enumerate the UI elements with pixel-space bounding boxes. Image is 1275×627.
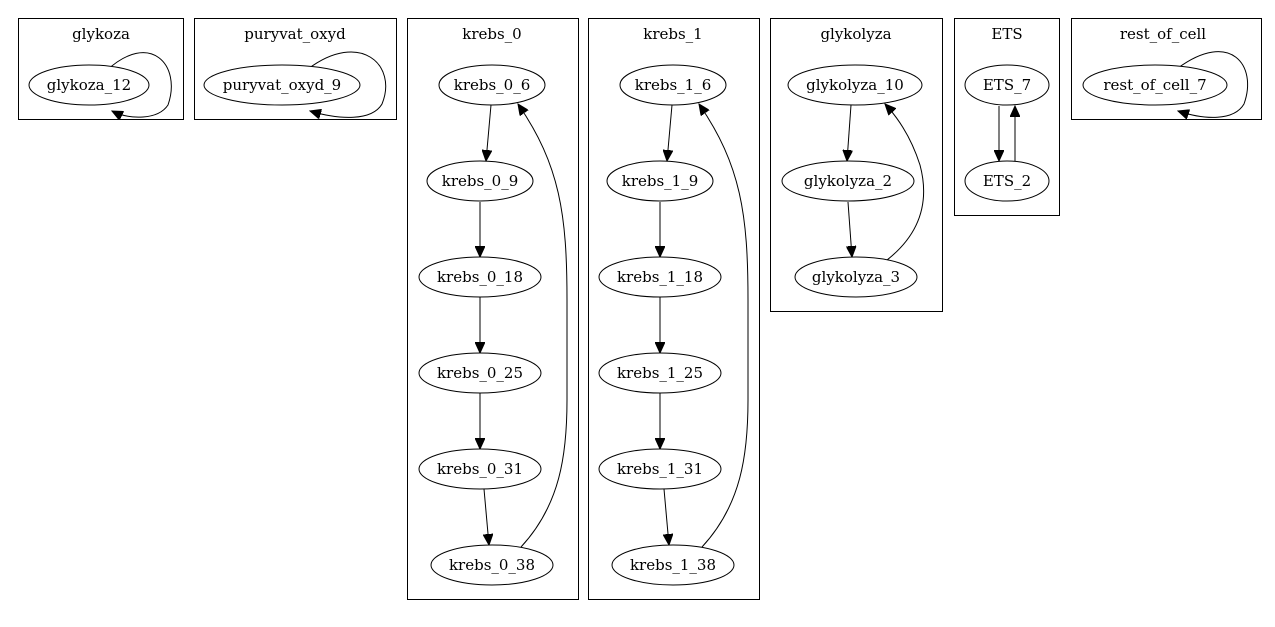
node-label: puryvat_oxyd_9 — [223, 76, 341, 94]
edge-krebs_0_31-krebs_0_38 — [484, 488, 489, 545]
node-label: glykolyza_2 — [804, 172, 892, 190]
cluster-title: krebs_1 — [643, 25, 702, 43]
node-ETS_7[interactable] — [964, 64, 1050, 106]
node-label: glykoza_12 — [47, 76, 131, 94]
node-krebs_1_25[interactable] — [598, 352, 722, 394]
node-ETS_2[interactable] — [964, 160, 1050, 202]
cluster-puryvat_oxyd: puryvat_oxyd puryvat_oxyd_9 — [194, 18, 397, 120]
node-label: krebs_1_31 — [617, 460, 703, 478]
node-glykolyza_3[interactable] — [794, 256, 918, 298]
node-glykolyza_2[interactable] — [781, 160, 915, 202]
cluster-rest_of_cell: rest_of_cell rest_of_cell_7 — [1071, 18, 1262, 120]
edge-krebs_1_38-krebs_1_6 — [699, 104, 749, 548]
node-label: krebs_1_9 — [622, 172, 699, 190]
node-krebs_0_18[interactable] — [418, 256, 542, 298]
node-krebs_1_6[interactable] — [619, 64, 727, 106]
node-label: krebs_0_9 — [442, 172, 519, 190]
node-krebs_1_31[interactable] — [598, 448, 722, 490]
node-glykoza_12[interactable] — [28, 64, 150, 106]
edge-glykolyza_3-glykolyza_10 — [885, 104, 925, 261]
cluster-title: ETS — [991, 25, 1022, 43]
node-label: krebs_0_25 — [437, 364, 523, 382]
edge-rest_of_cell_7-rest_of_cell_7 — [1178, 51, 1249, 118]
cluster-box — [407, 18, 579, 600]
node-label: glykolyza_10 — [806, 76, 904, 94]
cluster-glykoza: glykoza glykoza_12 — [18, 18, 184, 120]
node-label: ETS_2 — [983, 172, 1031, 190]
node-puryvat_oxyd_9[interactable] — [203, 64, 361, 106]
cluster-krebs_1: krebs_1 krebs_1_6 krebs_1_9 krebs_1_18 k… — [588, 18, 760, 600]
node-krebs_1_18[interactable] — [598, 256, 722, 298]
node-krebs_1_38[interactable] — [611, 544, 735, 586]
node-label: krebs_0_31 — [437, 460, 523, 478]
edge-glykolyza_10-glykolyza_2 — [847, 104, 851, 161]
node-krebs_0_9[interactable] — [426, 160, 534, 202]
node-label: rest_of_cell_7 — [1103, 76, 1206, 94]
cluster-title: krebs_0 — [462, 25, 521, 43]
node-krebs_1_9[interactable] — [606, 160, 714, 202]
node-krebs_0_6[interactable] — [438, 64, 546, 106]
edge-krebs_1_6-krebs_1_9 — [667, 104, 672, 161]
node-label: krebs_1_25 — [617, 364, 703, 382]
edge-krebs_0_38-krebs_0_6 — [518, 104, 568, 548]
node-krebs_0_25[interactable] — [418, 352, 542, 394]
node-krebs_0_38[interactable] — [430, 544, 554, 586]
node-label: ETS_7 — [983, 76, 1031, 94]
cluster-title: rest_of_cell — [1120, 25, 1206, 43]
edge-glykolyza_2-glykolyza_3 — [848, 201, 852, 257]
node-label: krebs_1_38 — [630, 556, 716, 574]
node-label: krebs_0_6 — [454, 76, 531, 94]
node-label: glykolyza_3 — [812, 268, 900, 286]
cluster-box — [588, 18, 760, 600]
cluster-krebs_0: krebs_0 krebs_0_6 krebs_0_9 krebs_0_18 k… — [407, 18, 579, 600]
node-label: krebs_0_38 — [449, 556, 535, 574]
node-label: krebs_1_6 — [635, 76, 712, 94]
edge-glykoza_12-glykoza_12 — [105, 52, 172, 117]
node-krebs_0_31[interactable] — [418, 448, 542, 490]
node-glykolyza_10[interactable] — [787, 64, 923, 106]
cluster-title: glykoza — [72, 25, 130, 43]
cluster-title: glykolyza — [820, 25, 891, 43]
edge-puryvat_oxyd_9-puryvat_oxyd_9 — [307, 51, 387, 117]
edge-krebs_1_31-krebs_1_38 — [664, 488, 669, 545]
edge-krebs_0_6-krebs_0_9 — [486, 104, 491, 161]
node-rest_of_cell_7[interactable] — [1082, 64, 1228, 106]
node-label: krebs_1_18 — [617, 268, 703, 286]
cluster-ETS: ETS ETS_7 ETS_2 — [954, 18, 1060, 216]
cluster-glykolyza: glykolyza glykolyza_10 glykolyza_2 glyko… — [770, 18, 943, 312]
cluster-title: puryvat_oxyd — [244, 25, 346, 43]
node-label: krebs_0_18 — [437, 268, 523, 286]
